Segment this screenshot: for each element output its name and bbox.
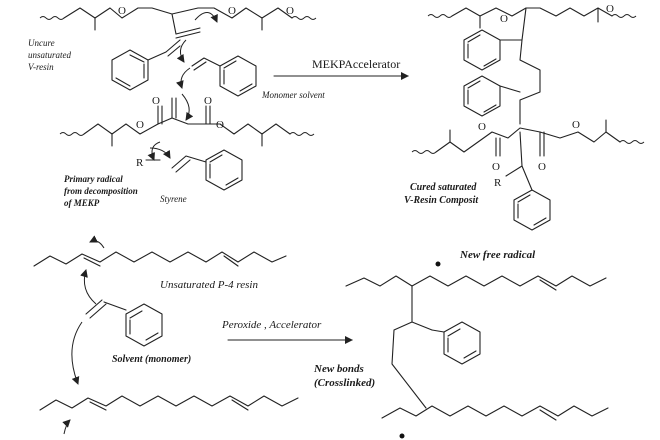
- cured-label-line-1: Cured saturated: [410, 182, 477, 193]
- cured-vresin-structure: O O: [427, 3, 637, 125]
- unsat-p4-label: Unsaturated P-4 resin: [160, 279, 258, 291]
- accelerator-label: MEKPAccelerator: [312, 57, 400, 71]
- primary-radical-styrene: R: [136, 147, 243, 191]
- atom-r: R: [494, 177, 502, 189]
- uncured-label-line-1: Uncure: [28, 38, 55, 48]
- solvent-styrene: [71, 299, 163, 385]
- second-vresin-structure: O O O O: [59, 93, 315, 161]
- atom-o: O: [152, 95, 160, 107]
- peroxide-label: Peroxide , Accelerator: [221, 319, 322, 331]
- unsaturated-p4-resin-chain: [33, 235, 287, 305]
- styrene-benzene-ring: [175, 55, 257, 97]
- new-bonds-label-1: New bonds: [313, 363, 364, 375]
- atom-o: O: [228, 5, 236, 17]
- solvent-monomer-label: Solvent (monomer): [112, 354, 191, 365]
- atom-o: O: [136, 119, 144, 131]
- atom-o: O: [500, 13, 508, 25]
- monomer-solvent-label: Monomer solvent: [261, 90, 325, 100]
- crosslinked-product: New free radical: [345, 249, 609, 439]
- atom-o: O: [216, 119, 224, 131]
- styrene-benzene-ring: [111, 39, 181, 91]
- atom-o: O: [118, 5, 126, 17]
- new-bonds-label-2: (Crosslinked): [314, 377, 375, 389]
- cured-lower-ester: O O O O R: [411, 119, 645, 231]
- atom-o: O: [606, 3, 614, 15]
- atom-r: R: [136, 157, 144, 169]
- atom-o: O: [204, 95, 212, 107]
- primary-radical-label-1: Primary radical: [64, 174, 123, 184]
- new-free-radical-label: New free radical: [459, 249, 536, 261]
- cured-label-line-2: V-Resin Composit: [404, 195, 479, 206]
- atom-o: O: [478, 121, 486, 133]
- primary-radical-label-3: of MEKP: [64, 198, 100, 208]
- styrene-label: Styrene: [160, 194, 187, 204]
- uncured-label-line-2: unsaturated: [28, 50, 72, 60]
- atom-o: O: [492, 161, 500, 173]
- uncured-vresin-structure: O O O: [39, 5, 317, 63]
- atom-o: O: [286, 5, 294, 17]
- atom-o: O: [538, 161, 546, 173]
- uncured-label-line-3: V-resin: [28, 62, 54, 72]
- primary-radical-label-2: from decomposition: [64, 186, 138, 196]
- atom-o: O: [572, 119, 580, 131]
- second-p4-chain: [39, 395, 299, 435]
